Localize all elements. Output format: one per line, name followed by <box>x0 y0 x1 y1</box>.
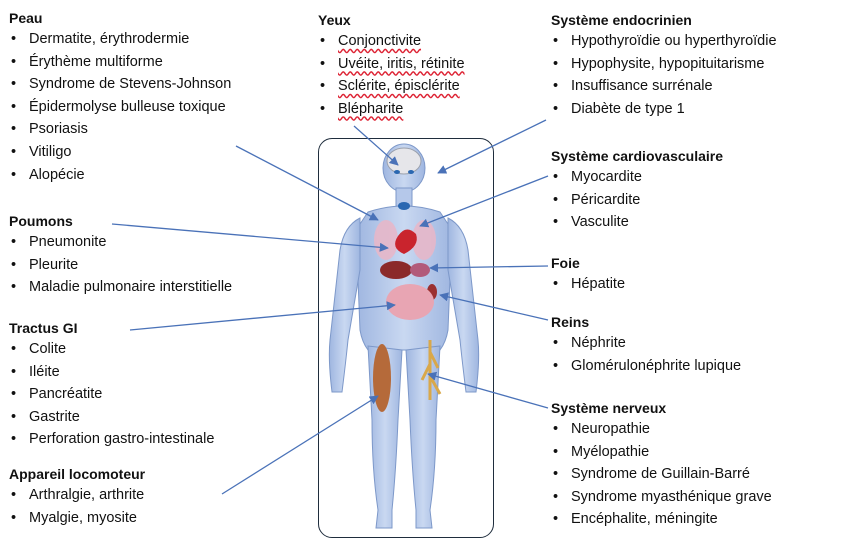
eye-icon <box>394 170 400 174</box>
arrow-endocrinien <box>438 120 546 173</box>
right-arm <box>448 218 479 392</box>
arrow-tractus-gi <box>130 305 395 330</box>
arrows <box>112 120 548 494</box>
arrow-peau <box>236 146 378 220</box>
muscle <box>373 344 391 412</box>
stomach <box>410 263 430 277</box>
lung-left <box>374 220 398 260</box>
arrow-cardio <box>420 176 548 226</box>
intestines <box>386 284 434 320</box>
brain <box>387 148 421 174</box>
eye-icon <box>408 170 414 174</box>
arrow-yeux <box>354 126 398 165</box>
arrow-nerveux <box>428 374 548 408</box>
human-body-silhouette <box>329 144 478 528</box>
thyroid <box>398 202 410 210</box>
arrow-locomoteur <box>222 396 378 494</box>
torso <box>356 206 452 350</box>
liver <box>380 261 412 279</box>
right-leg <box>406 346 440 528</box>
